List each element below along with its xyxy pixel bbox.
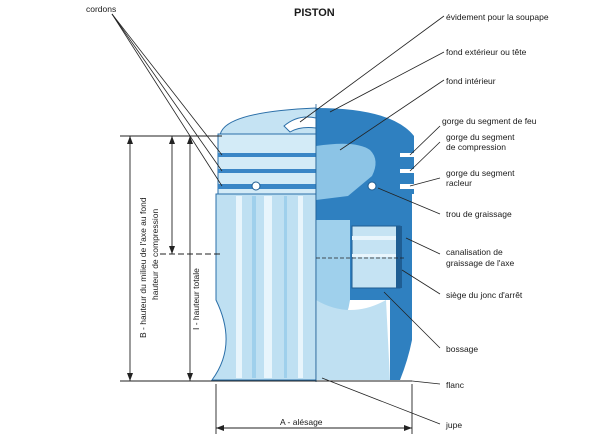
piston-exterior-half	[211, 107, 317, 381]
diagram-title: PISTON	[294, 7, 335, 19]
label-gorge-compression-2: de compression	[446, 142, 506, 152]
dimension-hauteur-axe-1: B - hauteur du milieu de l'axe au fond	[138, 197, 148, 338]
label-gorge-feu: gorge du segment de feu	[442, 116, 537, 126]
dimension-hauteur-totale: I - hauteur totale	[191, 268, 201, 330]
label-fond-interieur: fond intérieur	[446, 76, 496, 86]
label-siege-jonc: siège du jonc d'arrêt	[446, 290, 523, 300]
label-flanc: flanc	[446, 380, 465, 390]
leader-lines	[111, 13, 445, 425]
label-trou-graissage: trou de graissage	[446, 209, 512, 219]
dimension-lines	[120, 135, 413, 434]
piston-section-half	[315, 104, 414, 382]
dimension-hauteur-axe-2: hauteur de compression	[150, 209, 160, 300]
label-gorge-racleur-2: racleur	[446, 178, 472, 188]
label-cordons: cordons	[86, 4, 116, 14]
dimension-alesage: A - alésage	[280, 417, 323, 427]
label-gorge-compression-1: gorge du segment	[446, 132, 515, 142]
label-gorge-racleur-1: gorge du segment	[446, 168, 515, 178]
label-canalisation-1: canalisation de	[446, 247, 503, 257]
label-bossage: bossage	[446, 344, 478, 354]
label-jupe: jupe	[445, 420, 462, 430]
label-fond-exterieur: fond extérieur ou tête	[446, 47, 527, 57]
label-canalisation-2: graissage de l'axe	[446, 258, 515, 268]
label-evidement: évidement pour la soupape	[446, 12, 549, 22]
